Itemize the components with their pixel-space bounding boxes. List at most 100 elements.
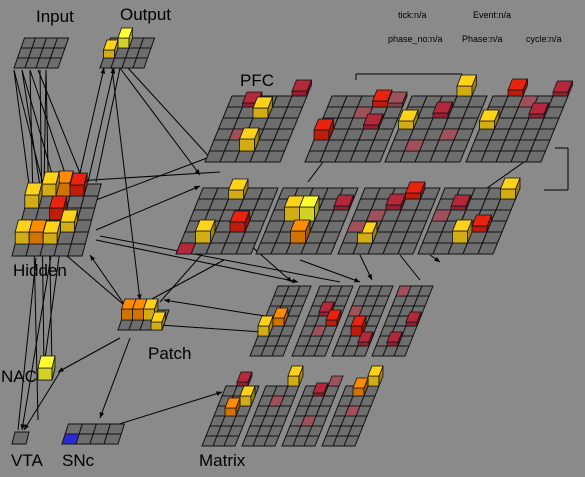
unit xyxy=(11,431,30,445)
nac-layer xyxy=(37,355,56,381)
matrix-stripe-top-3 xyxy=(331,285,394,357)
unit-activation-bar xyxy=(499,177,521,200)
projection-line xyxy=(87,67,115,183)
unit-activation-bar xyxy=(268,395,285,407)
unit-activation-bar xyxy=(194,219,216,244)
unit-activation-bar xyxy=(175,242,197,255)
projection-line xyxy=(21,249,53,431)
unit-activation-bar xyxy=(451,219,473,244)
unit-activation-bar xyxy=(28,219,47,245)
pfc-stripe-bottom-2 xyxy=(255,187,359,255)
projection-line xyxy=(17,257,37,431)
unit-activation-bar xyxy=(117,27,134,49)
unit-activation-bar xyxy=(224,397,241,417)
unit-activation-bar xyxy=(325,309,342,327)
unit-activation-bar xyxy=(37,355,56,381)
unit-activation-bar xyxy=(344,405,361,417)
unit-activation-bar xyxy=(405,311,422,327)
input-layer xyxy=(13,37,70,69)
unit-activation-bar xyxy=(365,209,387,222)
projection-arrowhead xyxy=(286,276,292,282)
unit-activation-bar xyxy=(386,91,408,108)
projection-arrowhead xyxy=(137,294,142,300)
unit-activation-bar xyxy=(257,315,274,337)
event-readout: Event:n/a xyxy=(473,10,511,20)
projection-line xyxy=(149,259,225,301)
pfc-layer-label: PFC xyxy=(240,71,274,90)
projection-line xyxy=(159,324,277,334)
unit-activation-bar xyxy=(150,311,167,331)
snc-layer-label: SNc xyxy=(62,451,95,470)
unit-activation-bar xyxy=(507,78,529,97)
projection-line xyxy=(127,67,215,163)
pfc-stripe-bottom-4 xyxy=(417,177,521,255)
unit-activation-bar xyxy=(318,301,335,317)
projection-arrowhead xyxy=(99,412,105,418)
unit-activation-bar xyxy=(438,128,460,141)
unit-activation-bar xyxy=(229,210,251,233)
projection-arrowhead xyxy=(354,277,360,283)
projection-arrowhead xyxy=(194,186,200,191)
unit-activation-bar xyxy=(102,39,119,59)
unit-activation-bar xyxy=(456,74,478,97)
unit-activation-bar xyxy=(362,113,384,130)
matrix-stripe-bottom-1 xyxy=(201,371,260,447)
tick-readout: tick:n/a xyxy=(398,10,427,20)
pfc-stripe-bottom-1 xyxy=(175,178,279,255)
unit xyxy=(377,285,394,297)
projection-line xyxy=(111,67,141,301)
projection-arrowhead xyxy=(434,256,440,262)
unit-activation-bar xyxy=(238,127,260,152)
output-layer-label: Output xyxy=(120,5,171,24)
projections xyxy=(13,67,569,431)
unit-activation-bar xyxy=(395,285,412,297)
unit-activation-bar xyxy=(59,209,79,233)
unit-activation-bar xyxy=(528,102,550,119)
unit xyxy=(337,285,354,297)
projection-arrowhead xyxy=(100,68,106,74)
patch-layer xyxy=(117,298,170,331)
projection-arrowhead xyxy=(194,169,200,175)
projection-line xyxy=(59,249,131,311)
input-layer-label: Input xyxy=(36,7,74,26)
matrix-stripe-bottom-3 xyxy=(281,375,344,447)
unit xyxy=(466,95,488,108)
hidden-layer-label: Hidden xyxy=(13,261,67,280)
projection-arrowhead xyxy=(90,255,96,261)
unit xyxy=(76,207,96,221)
unit-activation-bar xyxy=(350,315,367,337)
projection-arrowhead xyxy=(20,424,26,430)
unit-activation-bar xyxy=(236,371,253,387)
projection-line xyxy=(119,67,201,176)
matrix-stripe-top-2 xyxy=(291,285,354,357)
projection-line xyxy=(95,239,299,283)
unit-activation-bar xyxy=(367,365,384,387)
unit xyxy=(80,195,99,209)
unit-activation-bar xyxy=(239,385,256,407)
unit-activation-bar xyxy=(310,325,327,337)
unit-activation-bar xyxy=(403,139,425,152)
projection-line xyxy=(77,67,105,183)
pfc-stripe-top-2 xyxy=(304,89,408,163)
unit-activation-bar xyxy=(291,79,313,97)
vta-layer-label: VTA xyxy=(11,451,43,470)
unit xyxy=(106,423,126,435)
unit-activation-bar xyxy=(313,118,335,141)
unit-activation-bar xyxy=(327,375,344,387)
unit-activation-bar xyxy=(289,219,311,244)
unit-activation-bar xyxy=(312,382,329,397)
matrix-stripe-bottom-2 xyxy=(241,365,304,447)
unit-activation-bar xyxy=(300,415,317,427)
projection-line xyxy=(95,67,121,183)
unit xyxy=(295,285,312,297)
unit-activation-bar xyxy=(352,377,369,397)
projection-line xyxy=(95,154,216,201)
projection-arrowhead xyxy=(164,298,170,304)
unit-activation-bar xyxy=(252,96,274,119)
unit-activation-bar xyxy=(227,178,249,200)
unit xyxy=(257,187,279,200)
unit xyxy=(103,433,122,445)
unit xyxy=(67,243,86,257)
